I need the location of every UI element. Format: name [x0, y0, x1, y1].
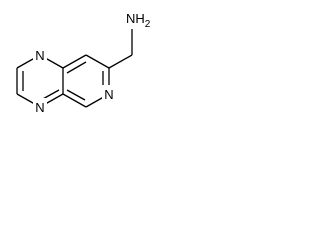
amine-label: NH2	[126, 11, 151, 30]
bond-c4a-c5	[85, 54, 110, 69]
ring-nitrogen-label-right: N	[104, 87, 113, 102]
ring-nitrogen-label-upper-left: N	[35, 48, 44, 63]
amine-label-subscript: 2	[145, 19, 151, 30]
amine-label-text: NH	[126, 11, 145, 26]
bond-c5-ch2	[108, 54, 133, 69]
bond-c4-c4a-inner	[66, 61, 87, 74]
label-bg-n6	[102, 85, 116, 103]
label-bg-n1	[33, 98, 47, 116]
bond-c4-c4a	[62, 54, 87, 69]
label-bg-nh2	[125, 9, 151, 29]
bond-c7-c8	[62, 93, 87, 108]
ring-nitrogen-label-lower-left: N	[35, 100, 44, 115]
bond-c7-c8-inner	[66, 89, 86, 101]
label-bg-n3	[33, 46, 47, 64]
chemical-structure-drawing: N N N NH2	[16, 9, 151, 116]
